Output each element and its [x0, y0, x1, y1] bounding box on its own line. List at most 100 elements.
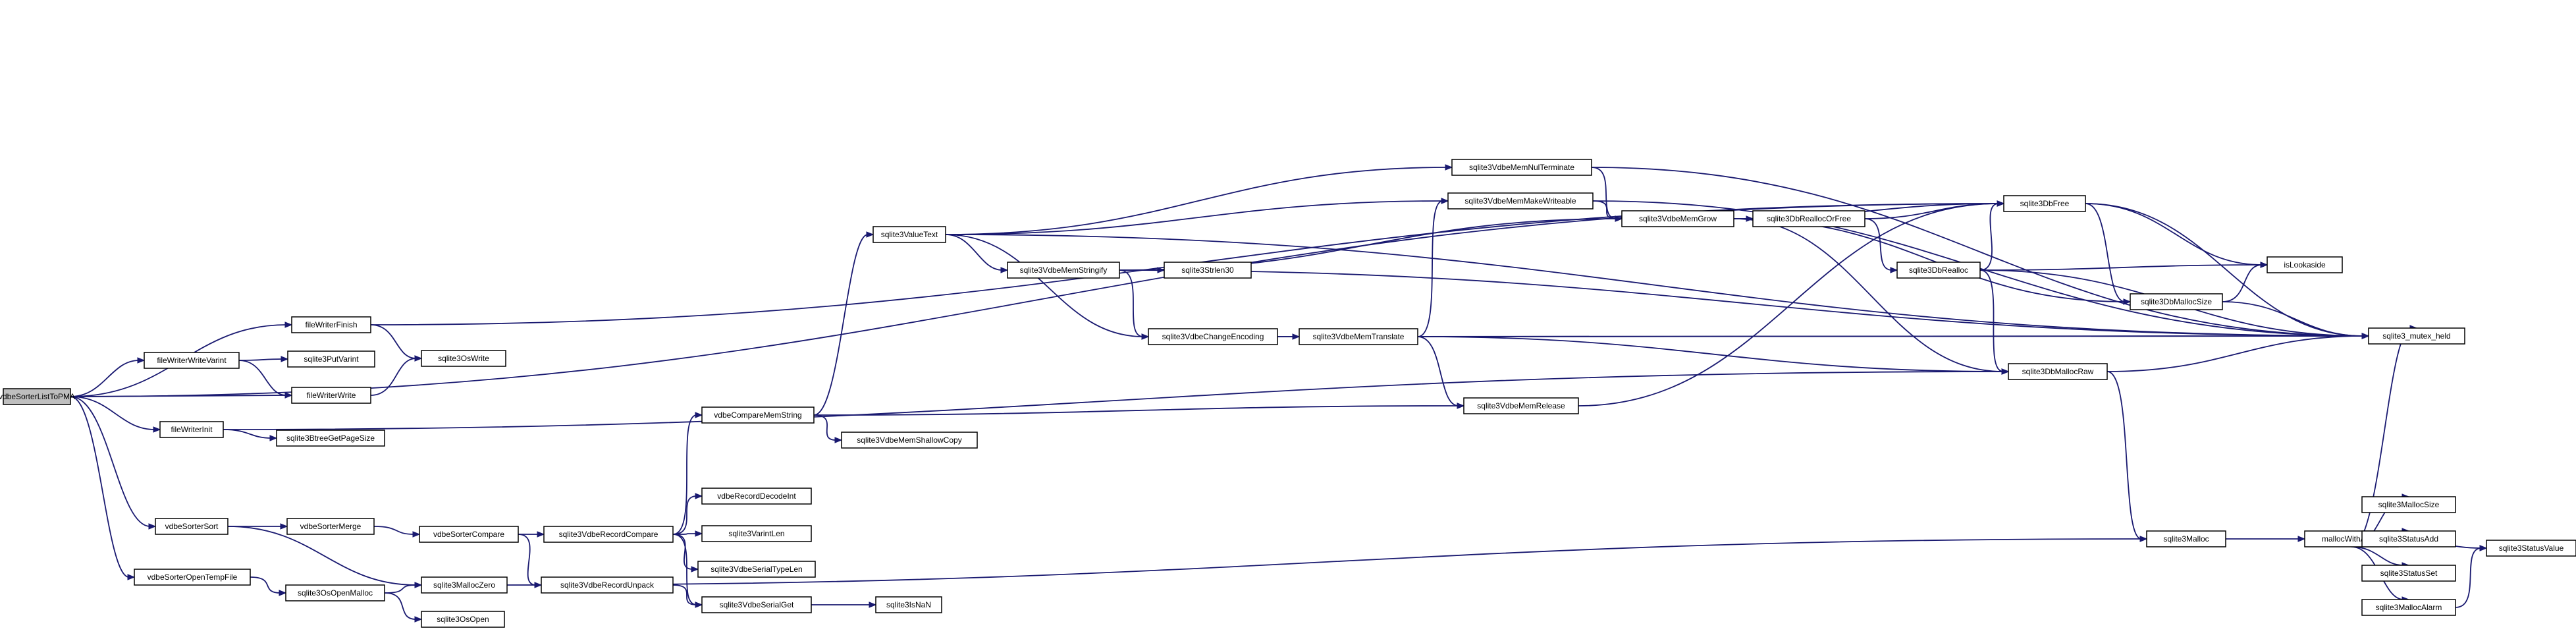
- node-sqlite3DbMallocSize[interactable]: sqlite3DbMallocSize: [2130, 293, 2223, 310]
- node-label: sqlite3VdbeMemGrow: [1639, 214, 1717, 223]
- edge-arrowhead: [1615, 215, 1623, 222]
- node-box: [1299, 328, 1418, 345]
- node-sqlite3Malloc[interactable]: sqlite3Malloc: [2146, 530, 2226, 547]
- edge-arrowhead: [414, 582, 423, 588]
- node-box: [1447, 192, 1594, 210]
- node-vdbeRecordDecodeInt[interactable]: vdbeRecordDecodeInt: [701, 488, 812, 505]
- node-box: [875, 596, 942, 613]
- node-vdbeSorterListToPMA[interactable]: vdbeSorterListToPMA: [0, 388, 75, 405]
- edge-arrowhead: [1457, 403, 1465, 409]
- edge-arrowhead: [414, 616, 423, 623]
- call-edge: [2085, 203, 2126, 302]
- call-edge: [945, 234, 1144, 337]
- call-edge: [1417, 335, 2364, 337]
- node-label: sqlite3OsOpen: [437, 615, 489, 624]
- node-sqlite3StatusValue[interactable]: sqlite3StatusValue: [2486, 540, 2576, 557]
- node-sqlite3VdbeMemStringify[interactable]: sqlite3VdbeMemStringify: [1007, 262, 1120, 279]
- node-sqlite3VdbeMemMakeWriteable[interactable]: sqlite3VdbeMemMakeWriteable: [1447, 192, 1594, 210]
- node-vdbeCompareMemString[interactable]: vdbeCompareMemString: [701, 406, 815, 424]
- node-isLookaside[interactable]: isLookaside: [2267, 256, 2343, 273]
- node-box: [701, 488, 812, 505]
- edge-arrowhead: [1890, 267, 1898, 273]
- call-edge: [813, 414, 837, 441]
- node-sqlite3PutVarint[interactable]: sqlite3PutVarint: [287, 350, 375, 368]
- node-label: sqlite3DbMallocSize: [2141, 297, 2212, 306]
- node-sqlite3VdbeSerialTypeLen[interactable]: sqlite3VdbeSerialTypeLen: [697, 561, 816, 578]
- node-sqlite3IsNaN[interactable]: sqlite3IsNaN: [875, 596, 942, 613]
- edge-arrowhead: [2479, 545, 2488, 551]
- node-sqlite3BtreeGetPageSize[interactable]: sqlite3BtreeGetPageSize: [276, 430, 385, 447]
- node-fileWriterWrite[interactable]: fileWriterWrite: [291, 387, 371, 404]
- node-sqlite3VdbeSerialGet[interactable]: sqlite3VdbeSerialGet: [701, 596, 812, 613]
- node-vdbeSorterMerge[interactable]: vdbeSorterMerge: [286, 518, 375, 535]
- node-sqlite3DbMallocRaw[interactable]: sqlite3DbMallocRaw: [2008, 363, 2108, 380]
- node-sqlite3VdbeMemTranslate[interactable]: sqlite3VdbeMemTranslate: [1299, 328, 1418, 345]
- call-edge: [2222, 301, 2364, 337]
- node-sqlite3DbRealloc[interactable]: sqlite3DbRealloc: [1896, 262, 1981, 279]
- node-sqlite3OsWrite[interactable]: sqlite3OsWrite: [421, 350, 506, 367]
- node-label: sqlite3DbFree: [2020, 199, 2070, 208]
- node-label: vdbeSorterSort: [165, 522, 219, 531]
- node-fileWriterFinish[interactable]: fileWriterFinish: [291, 316, 371, 333]
- edge-arrowhead: [281, 356, 289, 362]
- node-box: [541, 576, 674, 594]
- call-edge: [250, 576, 281, 594]
- node-label: sqlite3DbReallocOrFree: [1767, 214, 1851, 223]
- node-box: [291, 316, 371, 333]
- node-label: sqlite3VdbeSerialTypeLen: [711, 565, 802, 574]
- node-vdbeSorterOpenTempFile[interactable]: vdbeSorterOpenTempFile: [134, 569, 251, 586]
- node-sqlite3Strlen30[interactable]: sqlite3Strlen30: [1164, 262, 1252, 279]
- node-sqlite3VdbeRecordUnpack[interactable]: sqlite3VdbeRecordUnpack: [541, 576, 674, 594]
- call-edge: [1979, 264, 2263, 271]
- edge-arrowhead: [1141, 333, 1150, 340]
- node-fileWriterWriteVarint[interactable]: fileWriterWriteVarint: [144, 352, 240, 369]
- node-sqlite3VdbeChangeEncoding[interactable]: sqlite3VdbeChangeEncoding: [1148, 328, 1278, 345]
- node-box: [134, 569, 251, 586]
- call-edge: [1864, 203, 1999, 219]
- call-edge: [1119, 269, 1144, 337]
- node-box: [2130, 293, 2223, 310]
- node-box: [1463, 397, 1579, 414]
- node-sqlite3VdbeMemShallowCopy[interactable]: sqlite3VdbeMemShallowCopy: [841, 432, 978, 449]
- node-box: [3, 388, 71, 405]
- node-sqlite3StatusSet[interactable]: sqlite3StatusSet: [2361, 565, 2456, 582]
- node-box: [421, 576, 508, 594]
- call-edge: [945, 200, 1443, 235]
- node-label: sqlite3PutVarint: [304, 354, 359, 364]
- edge-arrowhead: [695, 412, 703, 418]
- node-box: [2003, 195, 2086, 212]
- node-sqlite3VarintLen[interactable]: sqlite3VarintLen: [701, 525, 812, 542]
- node-label: fileWriterFinish: [305, 320, 357, 329]
- node-fileWriterInit[interactable]: fileWriterInit: [159, 421, 224, 438]
- edge-arrowhead: [1000, 267, 1009, 273]
- node-box: [2361, 496, 2456, 513]
- node-box: [2361, 565, 2456, 582]
- node-sqlite3VdbeMemNulTerminate[interactable]: sqlite3VdbeMemNulTerminate: [1451, 159, 1592, 176]
- node-sqlite3MallocZero[interactable]: sqlite3MallocZero: [421, 576, 508, 594]
- node-sqlite3VdbeMemRelease[interactable]: sqlite3VdbeMemRelease: [1463, 397, 1579, 414]
- node-sqlite3OsOpenMalloc[interactable]: sqlite3OsOpenMalloc: [285, 584, 385, 601]
- node-label: isLookaside: [2284, 260, 2326, 269]
- node-sqlite3DbFree[interactable]: sqlite3DbFree: [2003, 195, 2086, 212]
- edge-arrowhead: [1445, 164, 1453, 171]
- node-sqlite3MallocAlarm[interactable]: sqlite3MallocAlarm: [2361, 599, 2456, 616]
- node-sqlite3DbReallocOrFree[interactable]: sqlite3DbReallocOrFree: [1752, 210, 1865, 227]
- node-sqlite3ValueText[interactable]: sqlite3ValueText: [872, 226, 946, 243]
- node-sqlite3_mutex_held[interactable]: sqlite3_mutex_held: [2368, 327, 2465, 345]
- node-box: [287, 350, 375, 368]
- node-sqlite3VdbeRecordCompare[interactable]: sqlite3VdbeRecordCompare: [543, 526, 674, 543]
- node-sqlite3MallocSize[interactable]: sqlite3MallocSize: [2361, 496, 2456, 513]
- call-edge: [384, 592, 417, 620]
- node-vdbeSorterCompare[interactable]: vdbeSorterCompare: [419, 526, 519, 543]
- edge-arrowhead: [137, 357, 146, 364]
- node-vdbeSorterSort[interactable]: vdbeSorterSort: [155, 518, 228, 535]
- call-edge: [2085, 203, 2263, 266]
- node-label: vdbeRecordDecodeInt: [717, 491, 796, 501]
- node-box: [841, 432, 978, 449]
- node-sqlite3VdbeMemGrow[interactable]: sqlite3VdbeMemGrow: [1621, 210, 1734, 227]
- call-edge: [1979, 203, 1999, 271]
- node-sqlite3OsOpen[interactable]: sqlite3OsOpen: [421, 611, 505, 628]
- node-label: sqlite3_mutex_held: [2382, 331, 2450, 341]
- node-sqlite3StatusAdd[interactable]: sqlite3StatusAdd: [2361, 530, 2456, 547]
- edge-arrowhead: [537, 531, 545, 538]
